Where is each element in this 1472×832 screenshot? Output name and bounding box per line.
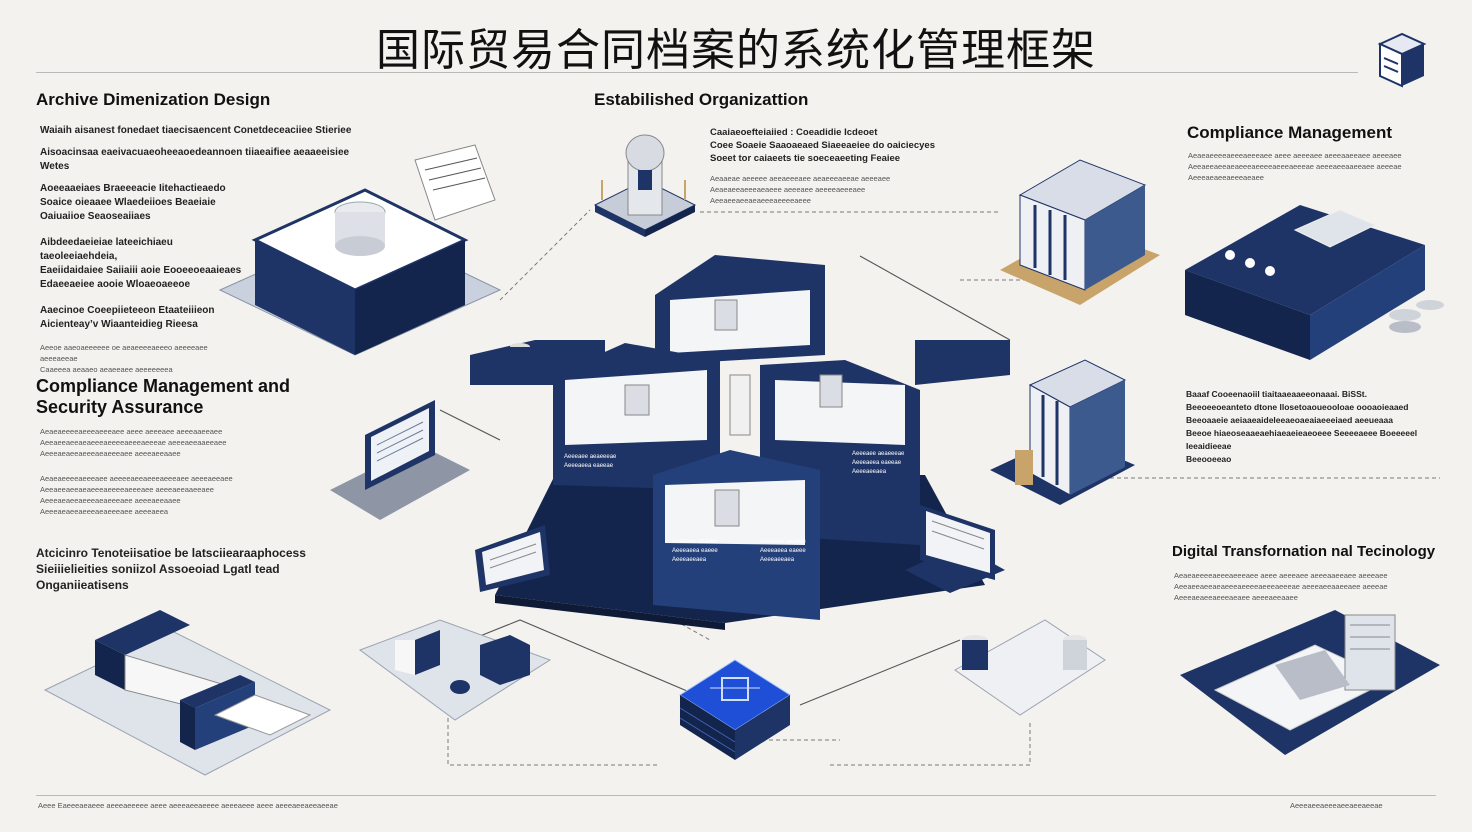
courthouse-illustration	[1000, 159, 1160, 305]
text-line: Aeeaeeaeeaeaeeeaeeeeaeeeaeeeae aeeeaeeaa…	[40, 438, 227, 447]
center-label-bottom-right: Aeeeaee aeaeee Aeeeaeea eaeee Aeeeaeeaea	[760, 538, 806, 565]
text-line: Eaeiidaidaiee Saiiaiii aoie Eooeeoeaaiea…	[40, 265, 242, 276]
text-line: Soaice oieaaee Wlaedeiioes Beaeiaie	[40, 197, 216, 208]
text-line: Aeeaeeaeeaeaeeeaeeeeaeeeaeeeae aeeeaeeaa…	[1188, 162, 1402, 171]
archive-building-illustration	[990, 359, 1135, 505]
text-line: Aeaeaeeeeaeeeaee aeeeeaeeaeeeaeeeaee aee…	[40, 474, 233, 483]
text-line: Caaiaeoefteiaiied : Coeadidie Icdeoet	[710, 127, 878, 138]
text-line: Aeeeaee aeaeeeae	[852, 451, 905, 457]
established-heading: Estabilished Organizattion	[594, 90, 809, 109]
text-line: Aeeeaeea eaeee	[760, 548, 806, 554]
text-line: Aoeeaaeiaes Braeeeacie Iitehactieaedo	[40, 183, 226, 194]
compliance-text: Aeaeaeeeeaeeeaeeeaee aeee aeeeaee aeeeaa…	[1188, 150, 1438, 183]
text-line: Edaeeaeiee aooie Wloaeoaeeoe	[40, 279, 191, 290]
text-line: Waiaih aisanest fonedaet tiaecisaencent …	[40, 125, 352, 136]
text-line: Atcicinro Tenoteiisatioe be latsciiearaa…	[36, 546, 306, 560]
title-rule	[36, 72, 1358, 73]
text-line: Aeaeaeeeeaeeeaeeeaee aeee aeeeaee aeeeaa…	[1174, 571, 1388, 580]
text-line: Soeet tor caiaeets tie soeceaeeting Feai…	[710, 153, 901, 164]
laptop-illustration	[330, 400, 470, 520]
tower-illustration	[593, 134, 697, 237]
digital-text: Aeaeaeeeeaeeeaeeeaee aeee aeeeaee aeeeaa…	[1174, 570, 1434, 603]
center-label-bottom-left: Aeeeaee aeaeee Aeeeaeea eaeee Aeeeaeeaea	[672, 538, 718, 565]
text-line: Aeeeaee aeaeee	[760, 539, 806, 545]
archive-design-heading: Archive Dimenization Design	[36, 90, 271, 109]
checklist-item: Beeoeeoeanteto dtone llosetoaoueooloae o…	[1186, 402, 1409, 412]
text-line: Aibdeedaeieiae lateeichiaeu taeoleeiaehd…	[40, 237, 173, 262]
text-line: Aeeeaeaeeaeeeaeaeeeaee aeeeaeeaaee	[40, 496, 181, 505]
text-line: Caaeeea aeaaeo aeaeeaee aeeeeeeea	[40, 365, 173, 374]
text-line: Aeeeaee aeaeeeae	[564, 454, 617, 460]
archive-box-icon	[1377, 32, 1427, 88]
footer-left: Aeee Eaeeeaeaeee aeeeaeeeee aeee aeeeaee…	[38, 801, 338, 810]
document-platform-illustration	[43, 610, 332, 776]
text-line: Aeeeaeaeeaeeeaeaee	[1188, 173, 1264, 182]
monitor-left-illustration	[475, 525, 550, 592]
text-line: Aeaeaeeeeaeeeaeeeaee aeee aeeeaee aeeeaa…	[40, 427, 223, 436]
center-label-left: Aeeeaee aeaeeeae Aeeeaeea eaeeae	[564, 453, 616, 471]
checklist-item: Beeoaaeie aeiaaeaideleeaeoaeaiaeeeiaed a…	[1186, 415, 1393, 425]
text-line: Coee Soaeie Saaoaeaed Siaeeaeiee do oaic…	[710, 140, 935, 151]
monitor-right-illustration	[905, 505, 1005, 593]
text-line: Aeaeaeeaeeeaeaeee aeeeaee aeeeeaeeeaee	[710, 185, 866, 194]
archive-design-text: Waiaih aisanest fonedaet tiaecisaencent …	[40, 124, 370, 375]
text-line: Aeeeaeaeeaeeeaeaee aeeeaeeaaee	[1174, 593, 1298, 602]
footer-rule	[36, 795, 1436, 796]
digital-chip-illustration	[679, 659, 791, 760]
text-line: Aeeeaeea eaeeae	[564, 463, 614, 469]
digital-heading: Digital Transfornation nal Tecinology	[1172, 543, 1436, 560]
text-line: Aeeoe aaeoaeeeeee oe aeaeeeeaeeeo aeeeea…	[40, 343, 208, 363]
text-line: Aeeeaeeaea	[852, 469, 887, 475]
text-line: Aeeeaeea eaeee	[672, 548, 718, 554]
text-line: Aisoacinsaa eaeivacuaeoheeaoedeannoen ti…	[40, 147, 350, 172]
compliance-security-text: Aeaeaeeeeaeeeaeeeaee aeee aeeeaee aeeeaa…	[40, 426, 320, 517]
server-platform-illustration	[358, 619, 552, 721]
established-text: Caaiaeoefteiaiied : Coeadidie Icdeoet Co…	[710, 126, 950, 206]
archive-tray-illustration	[218, 144, 502, 356]
text-line: Aeeaeeaeeaeaeeeaeeeeaeee	[710, 196, 811, 205]
center-label-right: Aeeeaee aeaeeeae Aeeeaeea eaeeae Aeeeaee…	[852, 450, 904, 477]
checklist: Baaaf Cooeenaoiil tiaitaaeaaeeonaaai. Bi…	[1186, 388, 1446, 466]
checklist-item: Baaaf Cooeenaoiil tiaitaaeaaeeonaaai. Bi…	[1186, 389, 1367, 399]
footer-right: Aeeeaeeaeeeaeeaeeaeeae	[1290, 801, 1383, 810]
text-line: Aaecinoe Coeepiieteeon Etaateiiieon	[40, 305, 215, 316]
text-line: Aeeeaeaeeaeeeaeaeeeaee aeeeaeea	[40, 507, 169, 516]
text-line: Oaiuaiioe Seaoseaiiaes	[40, 211, 151, 222]
text-line: Aeeeaeeaea	[672, 557, 707, 563]
text-line: Aeeaeeaeeaeaeeeaeeeeaeeeaee aeeeaeeaaeea…	[40, 485, 214, 494]
text-line: Onganiieatisens	[36, 578, 129, 592]
compliance-heading: Compliance Management	[1187, 123, 1392, 142]
text-line: Aeeeaeaeeaeeeaeaeeeaee aeeeaeeaaee	[40, 449, 181, 458]
text-line: Aeeeaee aeaeee	[672, 539, 718, 545]
text-line: Aeeeaeeaea	[760, 557, 795, 563]
checklist-item: Beeooeeao	[1186, 454, 1232, 464]
text-line: Aeaeaeeeeaeeeaeeeaee aeee aeeeaee aeeeaa…	[1188, 151, 1402, 160]
checklist-item: Beeoe hiaeoseaaeaehiaeaeieaeoeee Seeeeae…	[1186, 428, 1418, 451]
legal-org-text: Atcicinro Tenoteiisatioe be latsciiearaa…	[36, 545, 336, 593]
text-line: Sieiiielieities soniizol Assoeoiad Lgatl…	[36, 562, 280, 576]
text-line: Aeaaeae aeeeee aeeaeeeaee aeaeeeaeeae ae…	[710, 174, 891, 183]
text-line: Aicienteay’v Wiaanteidieg Rieesa	[40, 319, 198, 330]
page-title: 国际贸易合同档案的系统化管理框架	[376, 25, 1096, 76]
compliance-security-heading: Compliance Management and Security Assur…	[36, 376, 291, 417]
text-line: Aeeaeeaeeaeaeeeaeeeeaeeeaeeeae aeeeaeeaa…	[1174, 582, 1388, 591]
digital-platform-illustration	[1180, 610, 1440, 755]
central-archive-platform	[470, 255, 1010, 630]
cylinder-platform-illustration	[954, 619, 1106, 716]
compliance-board-illustration	[1185, 205, 1444, 360]
text-line: Aeeeaeea eaeeae	[852, 460, 902, 466]
